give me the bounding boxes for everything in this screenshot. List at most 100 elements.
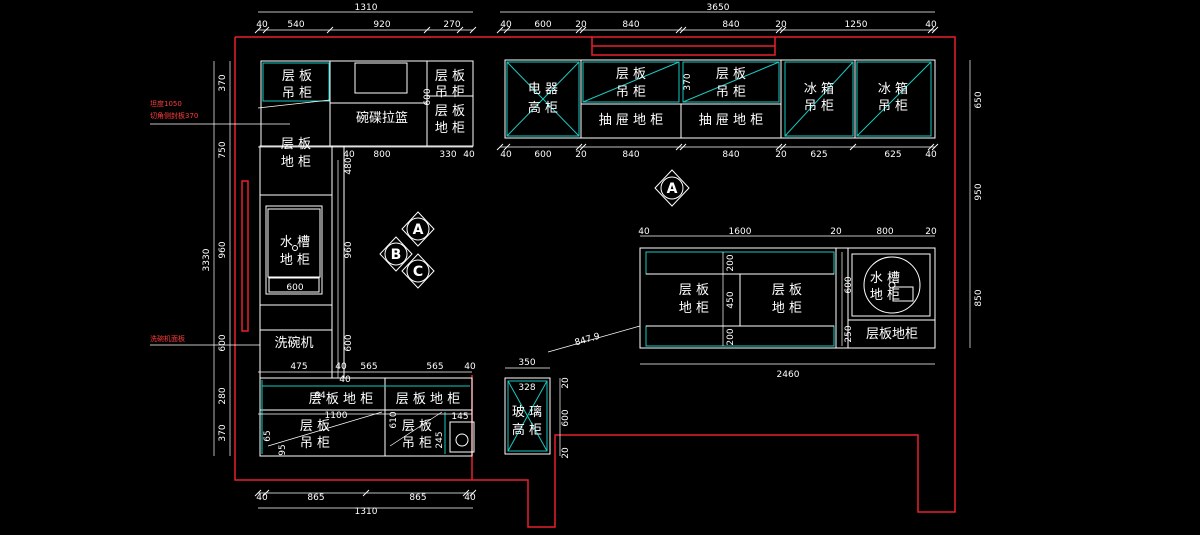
dim-m-40b: 40 [925,150,937,160]
dim-b-40c: 40 [339,375,351,385]
label-sink-left-1: 水 槽 [280,235,310,250]
label-bot-base-1: 层 板 地 柜 [309,392,373,407]
dimension-tick [679,143,687,151]
dimension-tick [931,143,939,151]
dimension-tick [254,26,262,34]
top-left-cabinets [257,60,474,147]
dim-r-650: 650 [974,91,984,108]
dim-is-450: 450 [726,291,736,308]
label-top-mid-1-2: 吊 柜 [616,85,646,100]
label-elec-tall-1: 电 器 [528,82,558,97]
dim-m-40a: 40 [500,150,512,160]
label-glass-tall-2: 高 柜 [512,422,542,438]
dim-t-20a: 20 [575,20,587,30]
label-island-sink-1: 水 槽 [870,271,900,286]
dim-v-370b: 370 [218,424,228,441]
dim-is-1600: 1600 [729,227,752,237]
dimension-tick [927,143,935,151]
dimension-tick [579,143,587,151]
label-top-mid-2-2: 吊 柜 [716,85,746,100]
island-cabinets [639,247,936,349]
dim-is-20b: 20 [925,227,937,237]
dimension-tick [262,489,270,497]
label-island-1-1: 层 板 [679,283,709,298]
label-island-sink-2: 地 柜 [870,288,900,303]
dim-is-40a: 40 [638,227,650,237]
dim-m-840a: 840 [622,150,639,160]
dim-b-1100: 1100 [325,411,348,421]
label-top-shelf-b-2: 地 柜 [435,121,465,136]
walls [234,36,956,528]
label-island-1-2: 地 柜 [679,301,709,316]
label-elec-tall-2: 高 柜 [528,100,558,116]
label-island-2-2: 地 柜 [772,301,802,316]
note-cut: 切角侧封板370 [150,111,198,120]
note-height: 坦度1050 [150,99,182,108]
dim-v-600: 600 [218,334,228,351]
label-bot-base-2: 层 板 地 柜 [396,392,460,407]
label-fridge-2-2: 吊 柜 [878,99,908,114]
label-fridge-1-1: 冰 箱 [804,81,834,97]
dim-i-480: 480 [344,157,354,174]
dim-t-840b: 840 [722,20,739,30]
dim-v-750: 750 [218,141,228,158]
dim-t-840a: 840 [622,20,639,30]
dimension-tick [679,26,687,34]
dimension-tick [675,143,683,151]
bottom-cabinets [259,377,475,457]
label-fridge-2-1: 冰 箱 [878,81,908,97]
dimension-tick [675,26,683,34]
left-cabinets [259,145,345,379]
label-drawer-2: 抽 屉 地 柜 [699,113,763,128]
dimension-tick [775,143,783,151]
top-right-cabinets [504,59,936,139]
dim-b-145: 145 [451,412,468,422]
dim-is-200a: 200 [726,254,736,271]
dim-bt-40a: 40 [256,493,268,503]
dim-t-920: 920 [373,20,390,30]
dim-sink-600: 600 [286,283,303,293]
label-top-shelf-a-2: 吊 柜 [435,85,465,100]
dim-is-20a: 20 [830,227,842,237]
dim-t-20b: 20 [775,20,787,30]
dim-bt-40b: 40 [464,493,476,503]
label-top-shelf-b-1: 层 板 [435,104,465,119]
dim-b-40a: 40 [335,362,347,372]
dim-is-600: 600 [844,276,854,293]
dim-t-40b: 40 [500,20,512,30]
dim-v-960: 960 [218,241,228,258]
label-bot-upper-1-2: 吊 柜 [300,436,330,451]
label-island-shelf: 层板地柜 [866,327,918,342]
dim-g-328: 328 [518,383,535,393]
dimension-tick [579,26,587,34]
label-drawer-1: 抽 屉 地 柜 [599,113,663,128]
dim-t-40c: 40 [925,20,937,30]
dimension-tick [254,489,262,497]
dimension-tick [496,26,504,34]
label-island-2-1: 层 板 [772,283,802,298]
glass-tall-cabinet [504,377,551,455]
dimension-tick [469,489,477,497]
dimension-tick [423,26,431,34]
dim-b-610: 610 [389,411,399,428]
dim-v-3330: 3330 [202,248,212,271]
dim-l-40b: 40 [463,150,475,160]
label-bot-upper-1-1: 层 板 [300,419,330,434]
dim-v-280: 280 [218,387,228,404]
dim-i-370: 370 [683,73,693,90]
dim-t-1310: 1310 [355,3,378,13]
dim-is-800: 800 [876,227,893,237]
dim-m-20b: 20 [775,150,787,160]
dimension-tick [456,26,464,34]
label-upper-shelf-left-1: 层 板 [282,69,312,84]
dim-d-350: 350 [518,358,535,368]
notes: 坦度1050 切角侧封板370 洗碗机面板 [150,99,290,346]
dimension-tick [931,26,939,34]
dimension-tick [469,26,477,34]
label-bot-upper-2-1: 层 板 [402,419,432,434]
label-glass-tall-1: 玻 璃 [512,405,542,420]
marker-c-small: C [413,264,423,280]
dim-m-625b: 625 [884,150,901,160]
dimension-tick [779,143,787,151]
dim-t-3650: 3650 [707,3,730,13]
